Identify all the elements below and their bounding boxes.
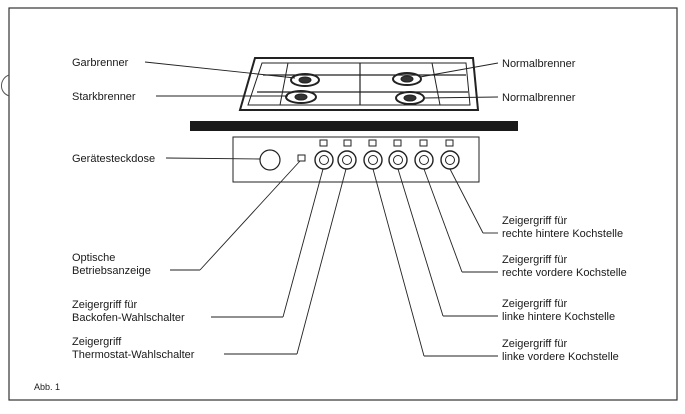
- leader-rh-diag: [449, 168, 484, 234]
- knob-linke-hintere: [388, 139, 408, 170]
- leader-lines: [144, 61, 499, 357]
- knob-linke-vordere: [363, 139, 383, 170]
- label-rv-line2: rechte vordere Kochstelle: [502, 267, 627, 279]
- leader-normal-front: [422, 96, 499, 99]
- socket-icon: [259, 149, 281, 171]
- knob-rechte-vordere: [414, 139, 434, 170]
- leader-rv-diag: [423, 168, 463, 273]
- label-lh-line2: linke hintere Kochstelle: [502, 311, 615, 323]
- indicator-lamp-icon: [297, 154, 306, 162]
- border-frame: [8, 7, 678, 401]
- leader-lh-diag: [397, 168, 444, 317]
- label-normalbrenner-front: Normalbrenner: [502, 92, 576, 104]
- burner-normal-rear: [392, 72, 422, 86]
- burner-garbrenner: [290, 73, 320, 87]
- label-rh-line1: Zeigergriff für: [502, 215, 568, 227]
- label-backofen-line1: Zeigergriff für: [72, 299, 138, 311]
- label-normalbrenner-rear: Normalbrenner: [502, 58, 576, 70]
- page-curl: [1, 74, 10, 97]
- knob-backofen: [314, 139, 334, 170]
- label-rv-line1: Zeigergriff für: [502, 254, 568, 266]
- knob-row: [314, 139, 460, 170]
- figure-caption: Abb. 1: [34, 382, 60, 392]
- leader-indicator-diag: [199, 160, 301, 271]
- label-rh-line2: rechte hintere Kochstelle: [502, 228, 623, 240]
- label-optische-line1: Optische: [72, 252, 115, 264]
- leader-garbrenner: [144, 61, 296, 79]
- worktop-bar: [190, 121, 518, 131]
- label-geraetesteckdose: Gerätesteckdose: [72, 153, 155, 165]
- burner-starkbrenner: [285, 90, 317, 104]
- burner-normal-front: [395, 91, 425, 105]
- label-starkbrenner: Starkbrenner: [72, 91, 136, 103]
- label-garbrenner: Garbrenner: [72, 57, 129, 69]
- leader-lv-diag: [372, 168, 425, 357]
- label-lh-line1: Zeigergriff für: [502, 298, 568, 310]
- leader-normal-rear: [419, 62, 499, 78]
- label-lv-line2: linke vordere Kochstelle: [502, 351, 619, 363]
- leader-socket: [165, 157, 261, 160]
- leader-backofen-diag: [282, 168, 324, 318]
- cooktop: [238, 57, 480, 111]
- leader-thermostat-diag: [296, 168, 347, 355]
- knob-thermostat: [337, 139, 357, 170]
- label-optische-line2: Betriebsanzeige: [72, 265, 151, 277]
- label-thermostat-line1: Zeigergriff: [72, 336, 122, 348]
- label-lv-line1: Zeigergriff für: [502, 338, 568, 350]
- knob-rechte-hintere: [440, 139, 460, 170]
- label-backofen-line2: Backofen-Wahlschalter: [72, 312, 185, 324]
- control-panel: [232, 136, 480, 183]
- label-thermostat-line2: Thermostat-Wahlschalter: [72, 349, 195, 361]
